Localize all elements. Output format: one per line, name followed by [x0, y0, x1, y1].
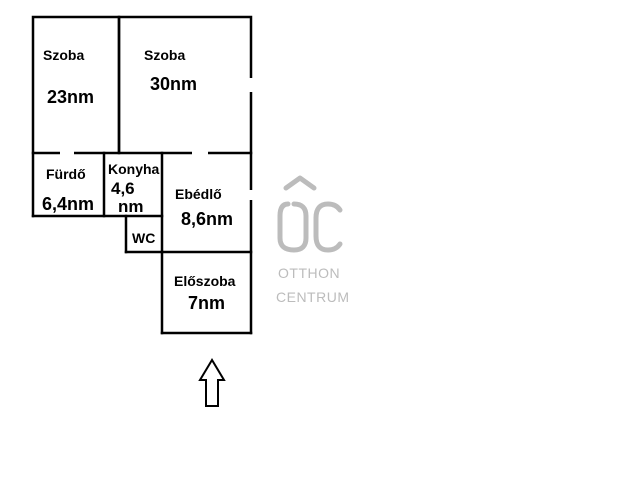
- otthon-centrum-logo-icon: [277, 175, 343, 253]
- room-name-wc: WC: [132, 230, 156, 246]
- up-arrow-icon: [198, 358, 226, 407]
- room-area-ebedlo: 8,6nm: [181, 209, 234, 229]
- room-name-eloszoba: Előszoba: [174, 273, 236, 289]
- otthon-centrum-watermark: ÖC OTTHON CENTRUM: [272, 172, 350, 312]
- room-area-szoba-1: 23nm: [47, 87, 95, 107]
- room-area-eloszoba: 7nm: [188, 293, 226, 313]
- room-area-konyha-line1: 4,6: [111, 179, 135, 198]
- room-area-konyha-line2: nm: [118, 197, 144, 216]
- watermark-line-centrum: CENTRUM: [276, 289, 350, 305]
- room-name-szoba-2: Szoba: [144, 47, 186, 63]
- wall-szoba-1: [31, 15, 121, 155]
- room-name-ebedlo: Ebédlő: [175, 186, 222, 202]
- room-name-szoba-1: Szoba: [43, 47, 85, 63]
- room-name-furdo: Fürdő: [46, 166, 86, 182]
- watermark-line-otthon: OTTHON: [278, 265, 341, 281]
- room-name-konyha: Konyha: [108, 161, 160, 177]
- room-area-szoba-2: 30nm: [150, 74, 198, 94]
- room-area-furdo: 6,4nm: [42, 194, 95, 214]
